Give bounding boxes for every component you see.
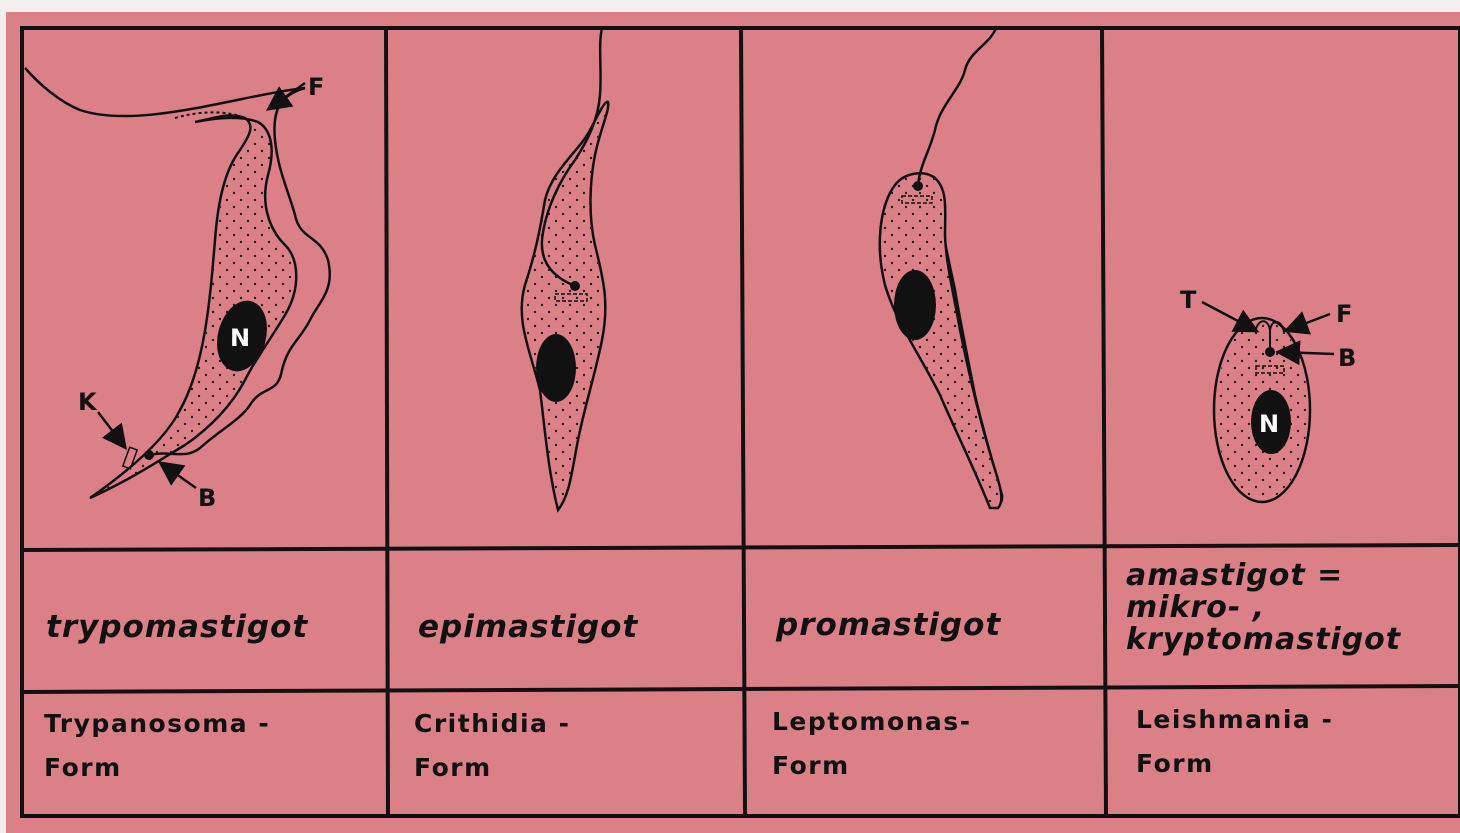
promastigote-flagellum (918, 26, 997, 185)
genus-trypanosoma-line-2: Form (44, 746, 270, 790)
promastigote-nucleus (894, 270, 936, 340)
form-name-amastigot: amastigot = mikro- , kryptomastigot (1126, 560, 1401, 656)
amastigote-nucleus-label: N (1259, 410, 1279, 438)
marker-b: B (198, 484, 216, 512)
epimastigote-illustration (522, 28, 609, 510)
column-divider-3 (1102, 28, 1106, 816)
row-divider-1 (22, 545, 1460, 550)
form-name-amastigot-line-3: kryptomastigot (1126, 624, 1401, 656)
trypomastigote-illustration: N F K B (25, 68, 330, 512)
form-name-trypomastigot: trypomastigot (46, 612, 308, 643)
nucleus-label-n: N (230, 324, 250, 352)
form-name-promastigot: promastigot (776, 610, 1001, 641)
form-name-amastigot-line-2: mikro- , (1126, 592, 1401, 624)
genus-leptomonas-line-2: Form (772, 744, 972, 788)
genus-crithidia-line-2: Form (414, 746, 570, 790)
basal-body-dot (144, 450, 154, 460)
genus-leishmania: Leishmania - Form (1136, 698, 1333, 786)
genus-trypanosoma-line-1: Trypanosoma - (44, 702, 270, 746)
genus-leishmania-line-1: Leishmania - (1136, 698, 1333, 742)
amastigote-marker-f: F (1336, 300, 1352, 328)
form-name-epimastigot: epimastigot (418, 612, 638, 643)
amastigote-marker-b: B (1338, 344, 1356, 372)
epimastigote-nucleus (536, 334, 576, 402)
genus-leptomonas-line-1: Leptomonas- (772, 700, 972, 744)
genus-crithidia: Crithidia - Form (414, 702, 570, 790)
marker-t: T (1180, 286, 1197, 314)
genus-crithidia-line-1: Crithidia - (414, 702, 570, 746)
genus-trypanosoma: Trypanosoma - Form (44, 702, 270, 790)
marker-f: F (308, 73, 324, 101)
genus-leptomonas: Leptomonas- Form (772, 700, 972, 788)
genus-leishmania-line-2: Form (1136, 742, 1333, 786)
column-divider-2 (741, 28, 745, 816)
row-divider-2 (22, 686, 1460, 692)
promastigote-illustration (880, 26, 1002, 508)
form-name-amastigot-line-1: amastigot = (1126, 560, 1401, 592)
marker-k: K (78, 388, 98, 416)
amastigote-illustration: N T F B (1180, 286, 1356, 502)
column-divider-1 (386, 28, 388, 816)
